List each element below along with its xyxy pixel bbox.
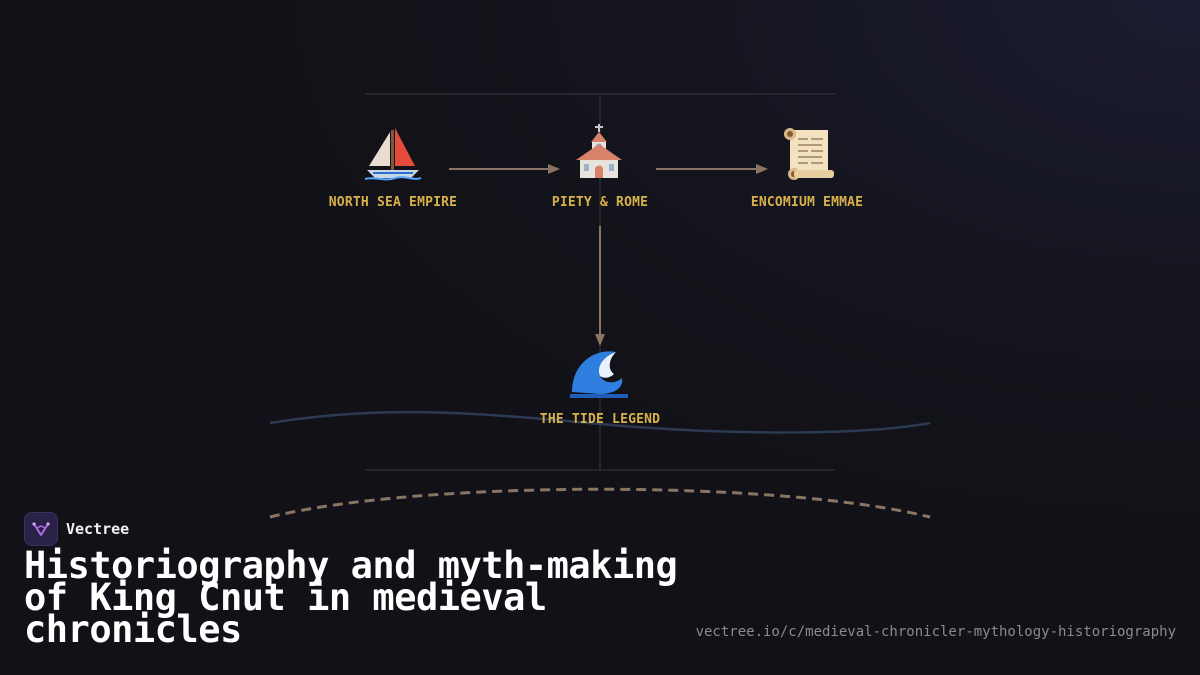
- page-url[interactable]: vectree.io/c/medieval-chronicler-mytholo…: [695, 624, 1176, 640]
- node-label-encomium-emmae: ENCOMIUM EMMAE: [750, 195, 864, 210]
- dashed-arc: [269, 487, 931, 519]
- church-icon: [576, 124, 622, 178]
- wave-line: [269, 410, 931, 434]
- node-label-tide-legend: THE TIDE LEGEND: [539, 412, 661, 427]
- vectree-logo-icon: [24, 512, 58, 546]
- page-title: Historiography and myth-making of King C…: [24, 544, 678, 651]
- brand-name: Vectree: [66, 520, 130, 538]
- node-label-piety-rome: PIETY & ROME: [551, 195, 649, 210]
- node-label-north-sea-empire: NORTH SEA EMPIRE: [328, 195, 458, 210]
- scroll-icon: [784, 128, 834, 180]
- brand[interactable]: Vectree: [24, 512, 129, 546]
- sailboat-icon: [364, 128, 422, 181]
- wave-icon: [570, 351, 628, 398]
